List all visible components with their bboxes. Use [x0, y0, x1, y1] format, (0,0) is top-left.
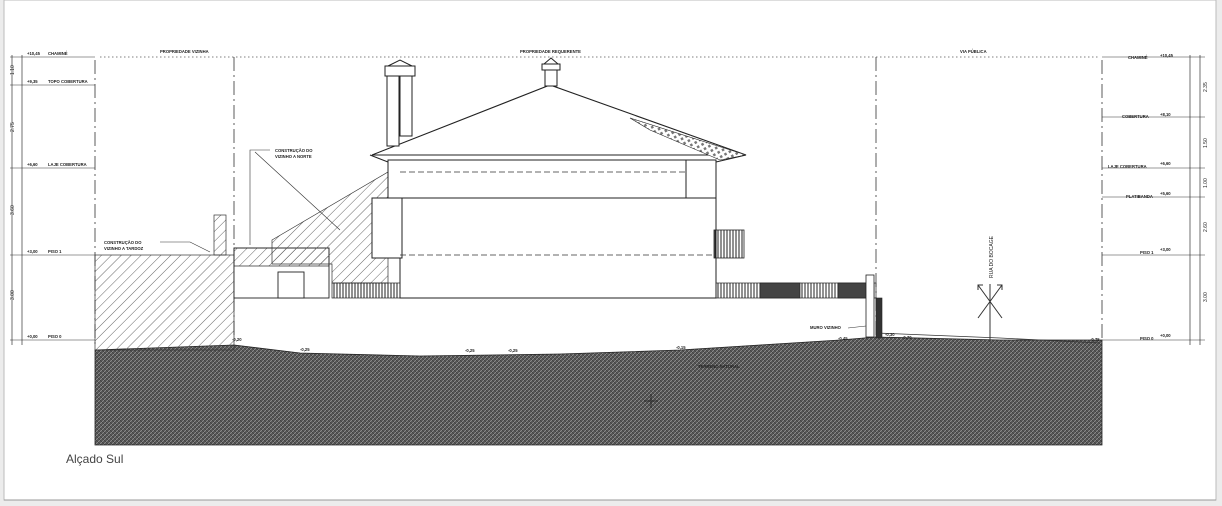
chimney-hood-center [542, 57, 560, 65]
terrain-section [94, 336, 1103, 446]
neighbor-wall-dark [875, 297, 883, 339]
roof-tile-section [629, 117, 747, 161]
house-lower-body [399, 197, 717, 299]
left-level-3-code: +3,00 [27, 249, 38, 254]
label-public-road: VIA PÚBLICA [960, 49, 987, 54]
svg-text:2.60: 2.60 [1203, 222, 1209, 232]
svg-text:3.00: 3.00 [10, 290, 16, 300]
left-level-1-code: +9,35 [27, 79, 38, 84]
ground-level-2: -0,25 [465, 348, 475, 353]
svg-text:1.10: 1.10 [10, 65, 16, 75]
right-level-4-code: +3,00 [1160, 247, 1171, 252]
terrain-profile-line [875, 332, 1101, 344]
chimney-center [544, 69, 558, 87]
right-level-3-name: PLATIBANDA [1126, 194, 1153, 199]
main-roof [371, 84, 747, 156]
ground-level-0: -0,20 [232, 337, 242, 342]
roof-eave-right [715, 154, 747, 163]
svg-text:2.35: 2.35 [1203, 82, 1209, 92]
annotation-rear-neighbor-1: CONSTRUÇÃO DO [104, 240, 142, 245]
right-level-ruler: 2.35 1.50 1.00 2.60 3.00 [1102, 55, 1209, 345]
rear-neighbor-construction [94, 254, 235, 351]
crosshair-cursor [644, 394, 658, 408]
svg-text:1.00: 1.00 [1203, 178, 1209, 188]
rear-neighbor-chimney [213, 214, 227, 256]
right-level-2-name: LAJE COBERTURA [1108, 164, 1147, 169]
house-left-projection [371, 197, 403, 259]
right-level-2-code: +6,60 [1160, 161, 1171, 166]
svg-text:2.75: 2.75 [10, 122, 16, 132]
ground-level-6: -0,30 [885, 332, 895, 337]
label-left-property: PROPRIEDADE VIZINHA [160, 49, 209, 54]
right-level-3-code: +5,60 [1160, 191, 1171, 196]
annotation-rear-neighbor-2: VIZINHO A TARDOZ [104, 246, 144, 251]
ground-level-3: -0,25 [508, 348, 518, 353]
chimney-left-a [386, 75, 400, 147]
ground-level-5: -0,45 [838, 336, 848, 341]
low-wall-left [331, 282, 401, 299]
annex-door [277, 271, 305, 299]
left-level-2-name: LAJE COBERTURA [48, 162, 87, 167]
leader-rear-neighbor [160, 241, 211, 253]
right-level-0-name: CHAMINÉ [1128, 55, 1148, 60]
chimney-cap-center [541, 63, 561, 71]
chimney-cap-left [384, 65, 416, 77]
street-tree-symbol [977, 284, 1003, 342]
ground-level-4: -0,15 [676, 345, 686, 350]
left-level-1-name: TOPO COBERTURA [48, 79, 88, 84]
chimney-left-b [399, 75, 413, 137]
gate-panel-2 [837, 282, 869, 299]
leader-neighbor-wall [847, 325, 867, 329]
svg-text:3.00: 3.00 [1203, 292, 1209, 302]
ground-level-8: -0,75 [1090, 337, 1100, 342]
left-level-4-name: PISO 0 [48, 334, 62, 339]
label-main-property: PROPRIEDADE REQUERENTE [520, 49, 581, 54]
svg-text:3.60: 3.60 [10, 205, 16, 215]
right-level-5-code: +0,00 [1160, 333, 1171, 338]
svg-text:1.50: 1.50 [1203, 138, 1209, 148]
right-level-1-code: +8,10 [1160, 112, 1171, 117]
right-level-0-code: +10,45 [1160, 53, 1174, 58]
left-level-4-code: +0,00 [27, 334, 38, 339]
chimney-hood-left [387, 59, 413, 67]
annotation-north-neighbor-1: CONSTRUÇÃO DO [275, 148, 313, 153]
leader-north-neighbor [249, 149, 270, 245]
balcony-rail [713, 229, 745, 259]
left-level-0-code: +10,45 [27, 51, 41, 56]
drawing-caption: Alçado Sul [66, 452, 123, 466]
annotation-terrain: TERRENO NATURAL [698, 364, 740, 369]
left-level-2-code: +6,60 [27, 162, 38, 167]
left-level-ruler: 1.10 2.75 3.60 3.00 [10, 55, 95, 345]
neighbor-wall-post [865, 274, 875, 338]
annotation-north-neighbor-2: VIZINHO A NORTE [275, 154, 312, 159]
house-upper-body [387, 159, 717, 199]
right-level-1-name: COBERTURA [1122, 114, 1149, 119]
left-level-0-name: CHAMINÉ [48, 51, 68, 56]
ground-level-1: -0,25 [300, 347, 310, 352]
ground-level-7: -0,70 [902, 335, 912, 340]
house-right-pillar [685, 159, 717, 199]
roof-eave-left [369, 154, 389, 163]
right-level-5-name: PISO 0 [1140, 336, 1154, 341]
left-level-3-name: PISO 1 [48, 249, 62, 254]
right-level-4-name: PISO 1 [1140, 250, 1154, 255]
annotation-neighbor-wall: MURO VIZINHO [810, 325, 842, 330]
gate-panel [759, 282, 801, 299]
leader-north-neighbor-2 [254, 151, 341, 231]
street-name-label: RUA DO BOCAGE [989, 235, 995, 278]
